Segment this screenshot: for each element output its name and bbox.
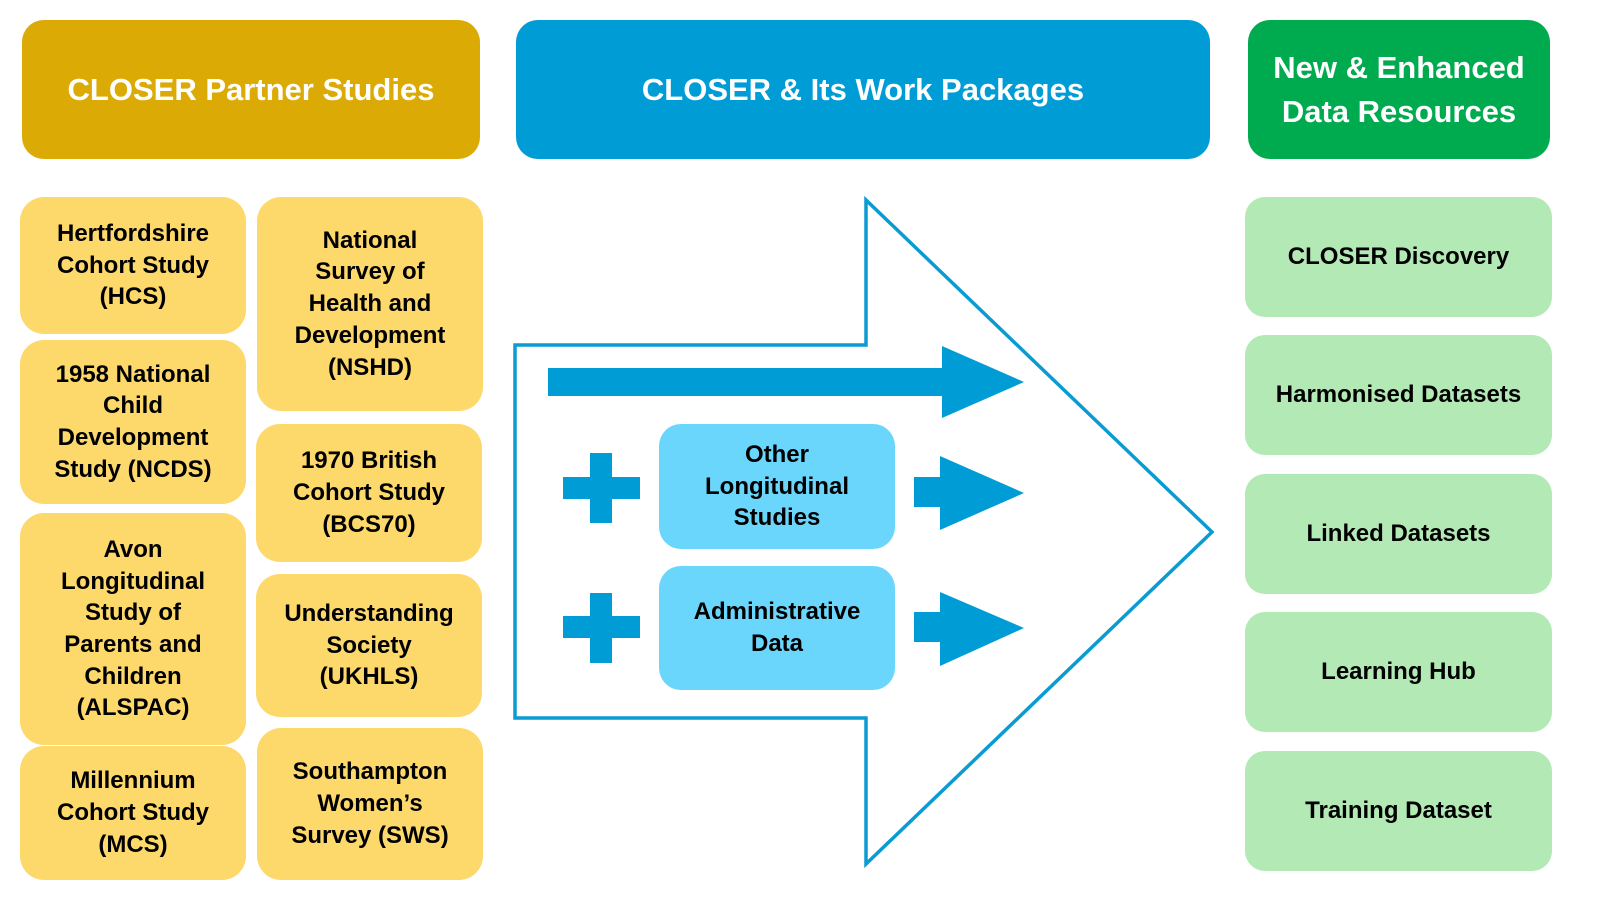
resource-learning-hub: Learning Hub — [1245, 612, 1552, 732]
study-hcs: Hertfordshire Cohort Study (HCS) — [20, 197, 246, 334]
arrow-right-icon — [914, 592, 1024, 666]
header-work-packages: CLOSER & Its Work Packages — [516, 20, 1210, 159]
header-partner-studies: CLOSER Partner Studies — [22, 20, 480, 159]
resource-harmonised-datasets: Harmonised Datasets — [1245, 335, 1552, 455]
main-flow-arrow — [548, 346, 1024, 418]
study-sws: Southampton Women’s Survey (SWS) — [257, 728, 483, 880]
study-nshd: National Survey of Health and Developmen… — [257, 197, 483, 411]
wp-administrative-data: Administrative Data — [659, 566, 895, 690]
resource-linked-datasets: Linked Datasets — [1245, 474, 1552, 594]
study-mcs: Millennium Cohort Study (MCS) — [20, 746, 246, 880]
arrow-right-icon — [914, 456, 1024, 530]
header-data-resources: New & Enhanced Data Resources — [1248, 20, 1550, 159]
resource-training-dataset: Training Dataset — [1245, 751, 1552, 871]
resource-closer-discovery: CLOSER Discovery — [1245, 197, 1552, 317]
study-bcs70: 1970 British Cohort Study (BCS70) — [256, 424, 482, 562]
study-ncds: 1958 National Child Development Study (N… — [20, 340, 246, 504]
study-alspac: Avon Longitudinal Study of Parents and C… — [20, 513, 246, 745]
wp-other-longitudinal-studies: Other Longitudinal Studies — [659, 424, 895, 549]
plus-icon — [563, 593, 640, 663]
plus-icon — [563, 453, 640, 523]
study-ukhls: Understanding Society (UKHLS) — [256, 574, 482, 717]
